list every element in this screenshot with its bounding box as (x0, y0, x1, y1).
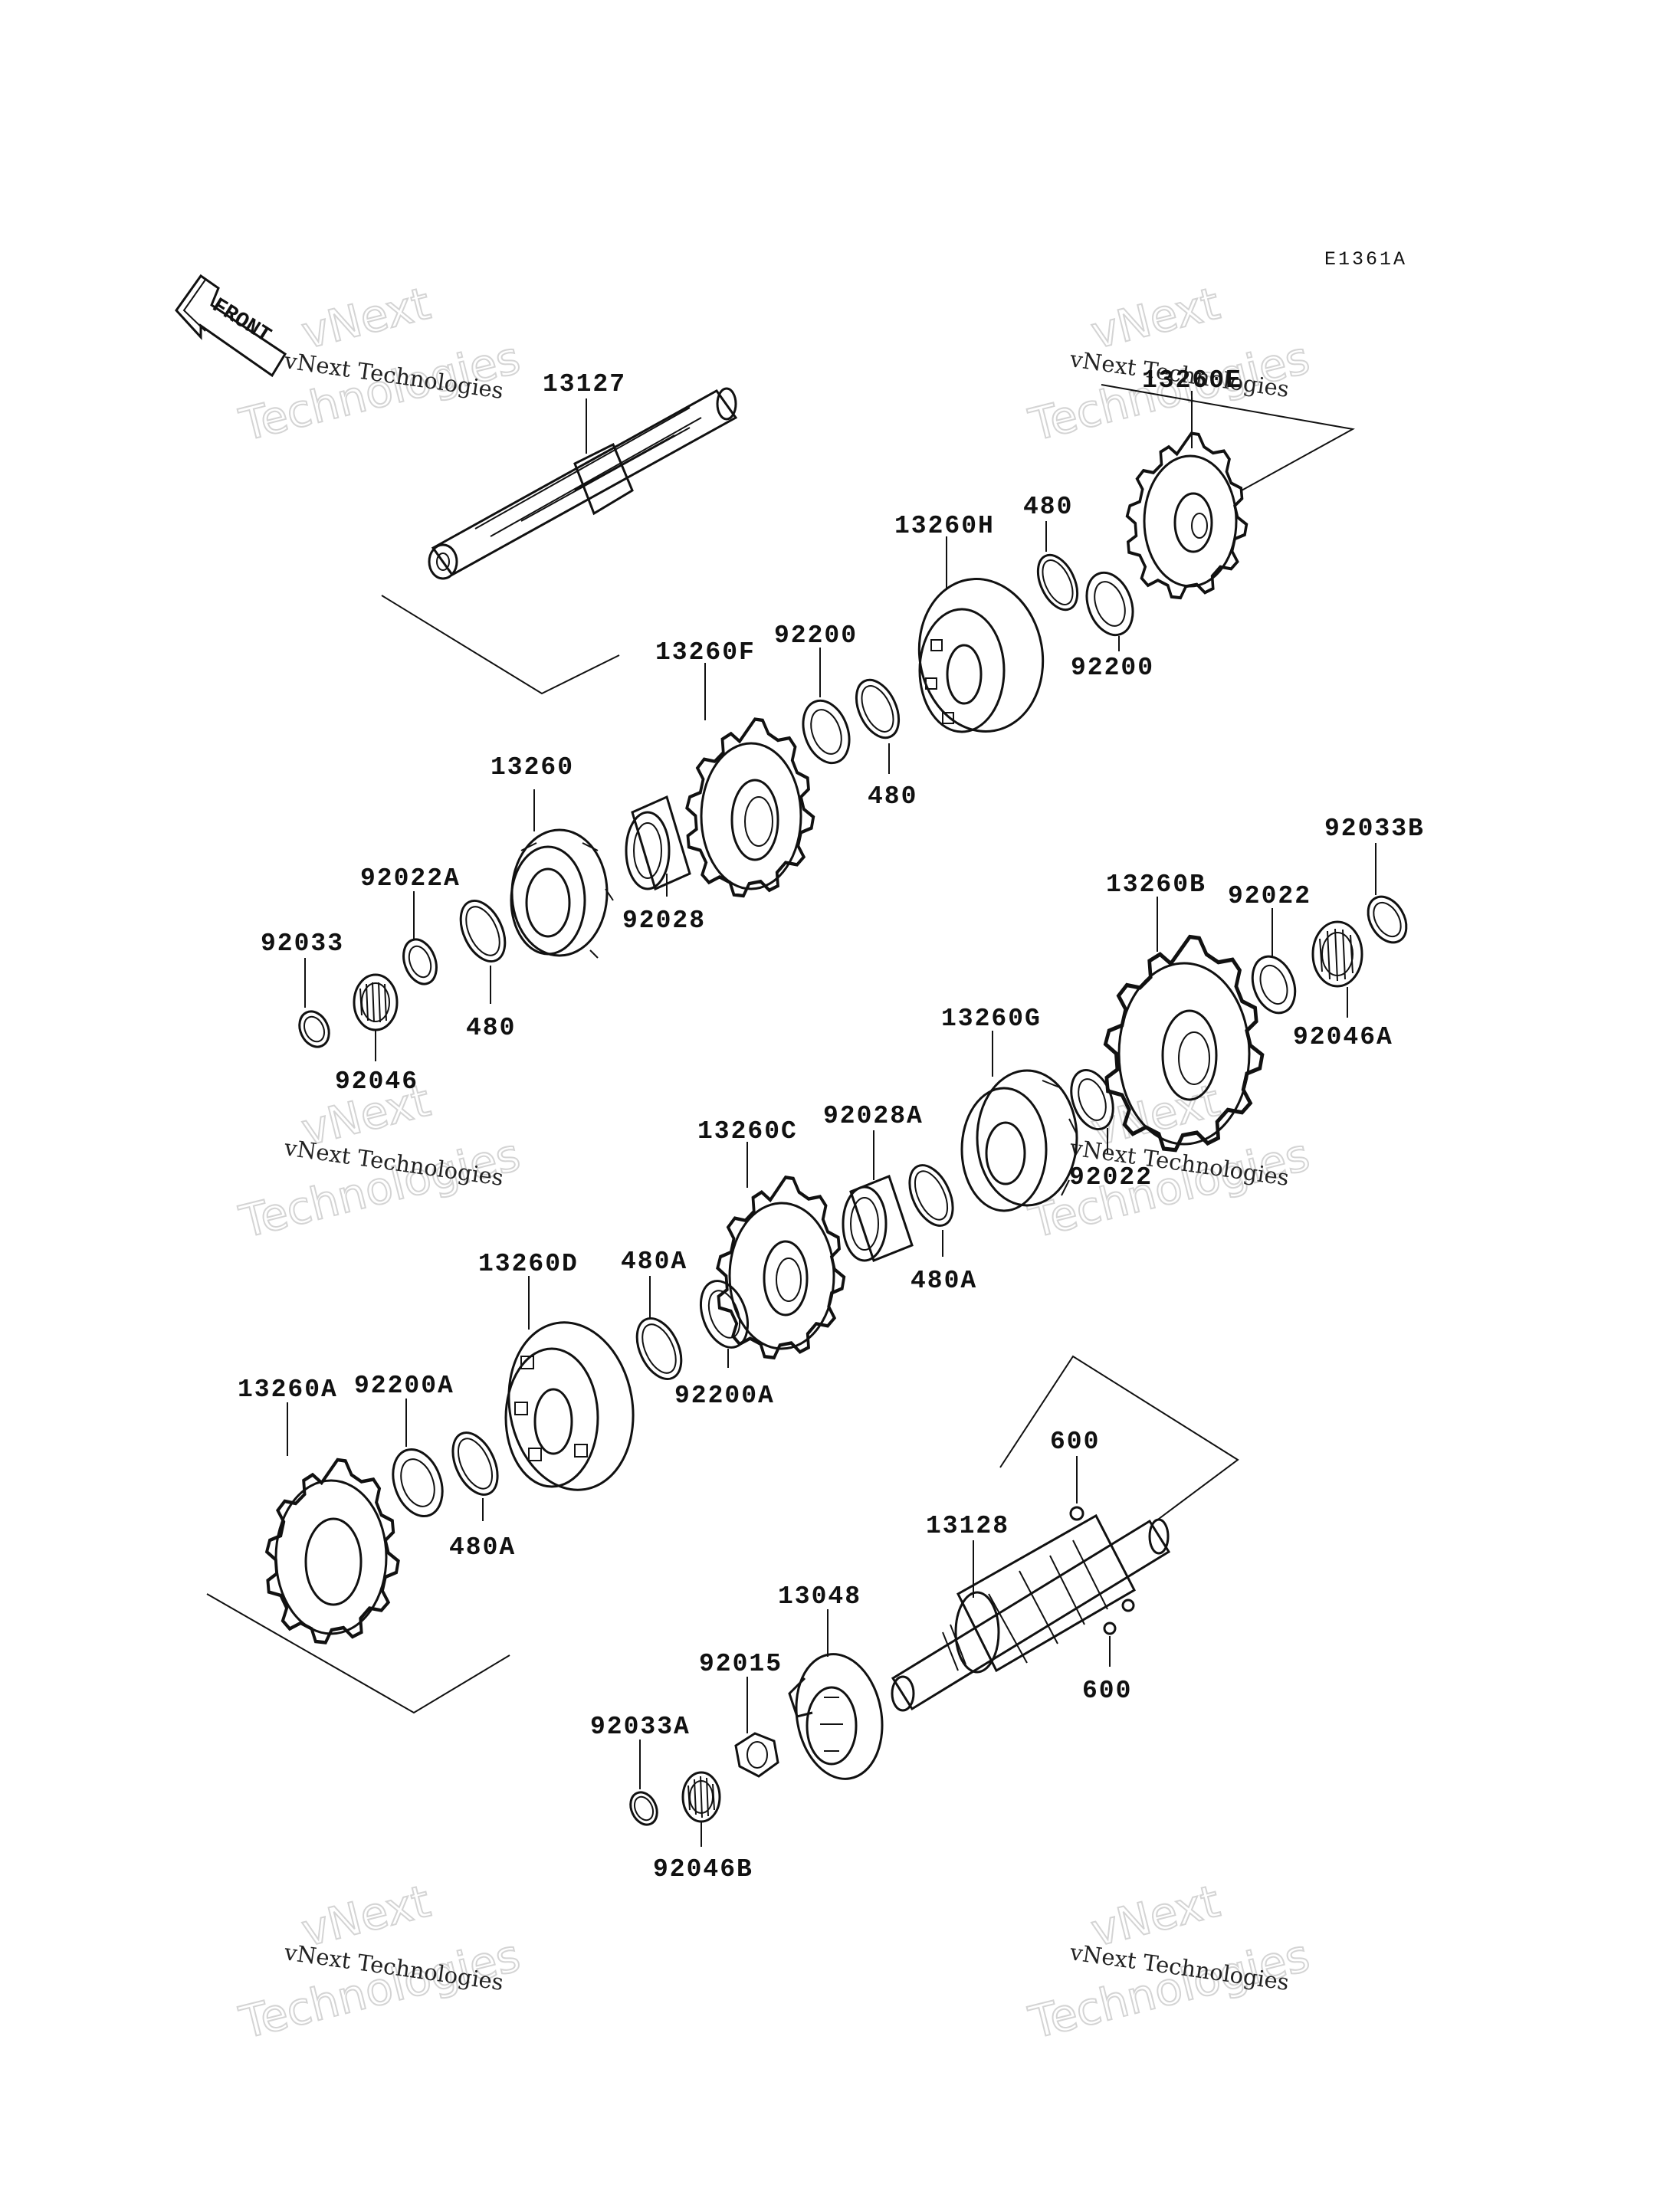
watermark-top-right: vNext Technologies vNext Technologies (1023, 277, 1315, 452)
ball-600-b (1103, 1599, 1135, 1635)
label-13048: 13048 (778, 1582, 861, 1611)
washer-92200-b (802, 699, 851, 765)
label-13260A: 13260A (238, 1376, 338, 1404)
watermark-mid-left: vNext Technologies vNext Technologies (234, 1074, 526, 1249)
main-shaft-13127 (428, 387, 738, 580)
label-92200A-a: 92200A (674, 1382, 775, 1410)
gear-13260C (717, 1177, 844, 1357)
label-92033A: 92033A (590, 1713, 691, 1741)
circlip-480-b (855, 678, 901, 739)
gear-13260 (510, 828, 614, 959)
label-480A-c: 480A (449, 1533, 516, 1562)
front-arrow-icon: FRONT (175, 274, 287, 378)
label-13128: 13128 (926, 1512, 1009, 1540)
label-13260D: 13260D (478, 1250, 579, 1278)
label-92033: 92033 (261, 930, 344, 958)
circlip-92033B (1367, 895, 1408, 944)
circlip-92033A (629, 1791, 658, 1826)
label-92046: 92046 (335, 1067, 418, 1096)
circlip-92033 (298, 1010, 330, 1048)
label-480A-a: 480A (911, 1267, 977, 1295)
label-13260E: 13260E (1142, 366, 1242, 395)
label-92046B: 92046B (653, 1855, 753, 1884)
label-92200-a: 92200 (1071, 654, 1154, 682)
circlip-480A-b (635, 1317, 683, 1381)
gear-13260G (960, 1069, 1078, 1212)
nut-92015 (734, 1732, 779, 1778)
label-92022-a: 92022 (1228, 882, 1311, 910)
label-13260F: 13260F (655, 638, 756, 667)
washer-92200A-b (392, 1448, 444, 1518)
label-13260B: 13260B (1106, 871, 1206, 899)
label-600-a: 600 (1050, 1428, 1100, 1456)
svg-text:vNext: vNext (1086, 277, 1225, 359)
watermark-bottom-left: vNext Technologies vNext Technologies (234, 1874, 526, 2050)
label-92022A: 92022A (360, 864, 461, 893)
gear-13260E (1127, 434, 1247, 598)
svg-text:Technologies: Technologies (235, 1128, 525, 1248)
bushing-92028A (842, 1175, 914, 1262)
washer-92022-a (1251, 955, 1297, 1015)
label-92046A: 92046A (1293, 1023, 1393, 1051)
washer-92200A-a (700, 1280, 749, 1349)
gear-13260H (917, 578, 1045, 733)
front-label: FRONT (208, 294, 275, 349)
bearing-92046 (353, 973, 399, 1031)
label-92033B: 92033B (1324, 815, 1425, 843)
label-13127: 13127 (543, 370, 626, 398)
washer-92200-a (1085, 571, 1134, 637)
label-92200-b: 92200 (774, 621, 858, 650)
circlip-480A-c (451, 1431, 499, 1496)
label-13260C: 13260C (697, 1117, 798, 1146)
label-13260: 13260 (491, 753, 574, 782)
label-13260H: 13260H (894, 512, 995, 540)
label-92015: 92015 (699, 1650, 783, 1678)
washer-92022A (402, 938, 438, 985)
gear-13260D (504, 1321, 635, 1491)
gear-13260B (1105, 937, 1262, 1150)
washer-92022-b (1070, 1068, 1114, 1131)
diagram-code: E1361A (1324, 248, 1407, 271)
circlip-480A-a (908, 1164, 954, 1227)
label-92028A: 92028A (823, 1102, 924, 1130)
bearing-92046B (681, 1771, 721, 1823)
label-92200A-b: 92200A (354, 1372, 454, 1400)
label-92022-b: 92022 (1069, 1163, 1153, 1192)
bushing-92028 (625, 795, 691, 891)
label-92028: 92028 (622, 907, 706, 935)
label-480-a: 480 (1023, 493, 1073, 521)
gear-13260A (267, 1460, 399, 1643)
label-13260G: 13260G (941, 1005, 1042, 1033)
collar-13048 (788, 1653, 884, 1780)
assembly-guide-lines (206, 384, 1355, 1714)
watermark-bottom-right: vNext Technologies vNext Technologies (1023, 1874, 1315, 2050)
circlip-480-a (1036, 553, 1079, 612)
label-480-c: 480 (466, 1014, 516, 1042)
gear-13260F (687, 720, 813, 897)
bearing-92046A (1311, 920, 1363, 988)
svg-text:vNext: vNext (297, 277, 435, 359)
label-600-b: 600 (1082, 1677, 1132, 1705)
circlip-480-c (459, 899, 507, 963)
label-480A-b: 480A (621, 1248, 687, 1276)
output-shaft-13128 (891, 1513, 1171, 1712)
ball-600-a (1069, 1506, 1084, 1521)
label-480-b: 480 (868, 782, 917, 811)
